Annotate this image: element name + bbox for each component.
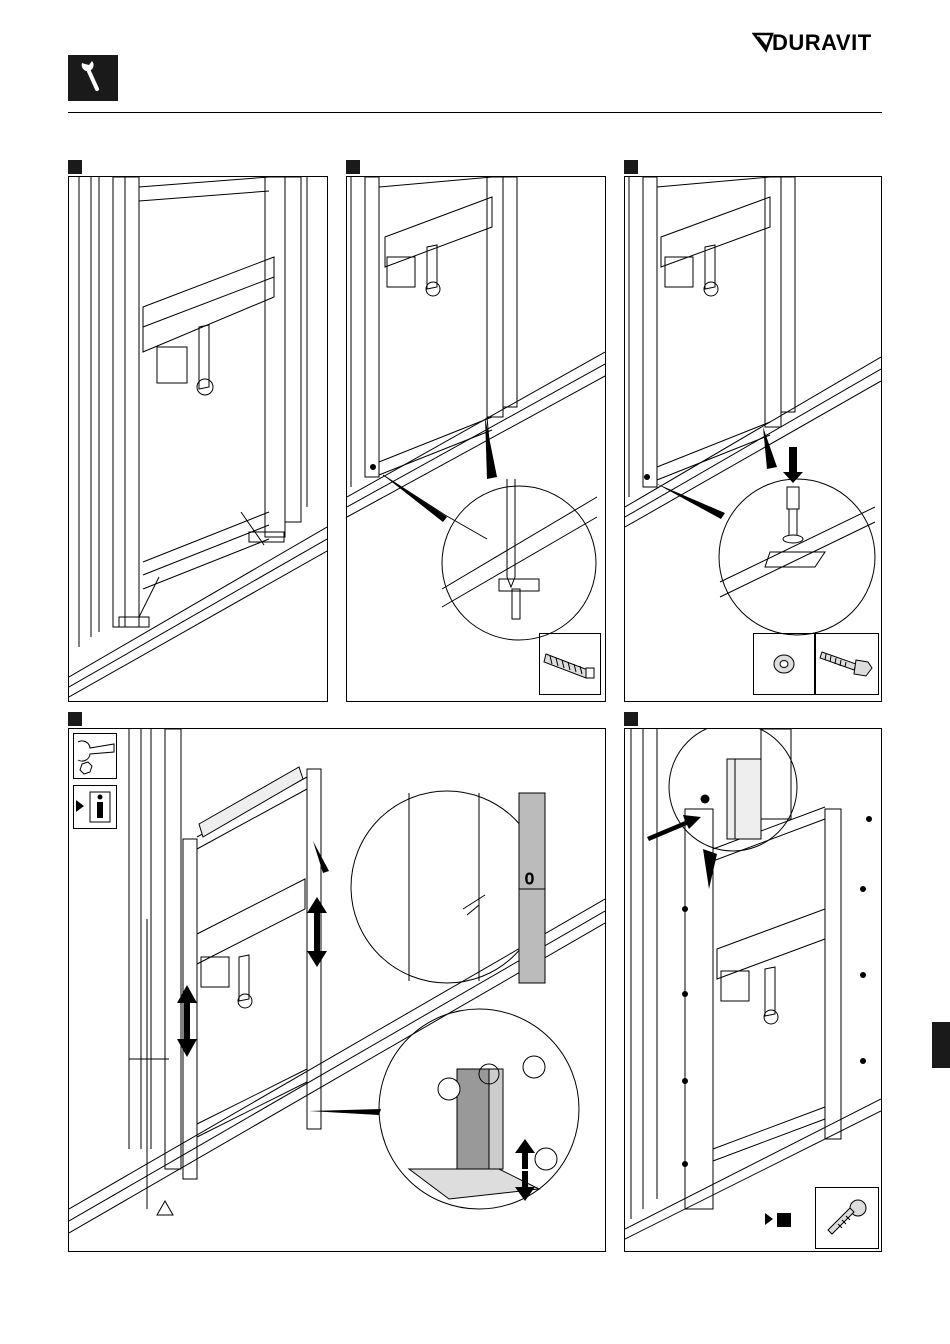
parts-box-bolt xyxy=(815,633,879,695)
info-icon xyxy=(74,786,116,828)
height-adjust-illustration: 0 xyxy=(69,729,605,1251)
parts-box-screw xyxy=(815,1187,879,1249)
drill-illustration xyxy=(347,177,605,701)
wrench-icon xyxy=(68,55,118,101)
wrench-icon xyxy=(74,734,116,778)
step-marker-4 xyxy=(68,712,82,726)
hex-nut-icon xyxy=(80,762,92,774)
step-marker-2 xyxy=(346,160,360,174)
tool-box-wrench xyxy=(73,733,117,779)
panel-step-2 xyxy=(346,176,606,702)
tool-badge xyxy=(68,55,118,101)
step-marker-3 xyxy=(624,160,638,174)
wall-plug-icon xyxy=(540,634,600,694)
parts-box-wall-plug xyxy=(539,633,601,695)
screw-icon xyxy=(816,1188,878,1248)
chapter-tab xyxy=(932,1022,950,1068)
panel-step-4: 0 xyxy=(68,728,606,1252)
parts-box-washer xyxy=(753,633,815,695)
header-rule xyxy=(68,112,882,113)
side-fixing-illustration xyxy=(625,729,881,1251)
ruler-mark-label: 0 xyxy=(525,871,534,888)
brand-logo: DURAVIT xyxy=(752,28,887,56)
step-marker-1 xyxy=(68,160,82,174)
panel-step-5 xyxy=(624,728,882,1252)
panel-step-1 xyxy=(68,176,328,702)
frame-illustration-1 xyxy=(69,177,327,701)
info-box xyxy=(73,785,117,829)
brand-name: DURAVIT xyxy=(772,30,872,55)
bolt-illustration xyxy=(625,177,881,701)
step-marker-5 xyxy=(624,712,638,726)
hex-bolt-icon xyxy=(816,634,878,694)
washer-icon xyxy=(754,634,814,694)
panel-step-3 xyxy=(624,176,882,702)
